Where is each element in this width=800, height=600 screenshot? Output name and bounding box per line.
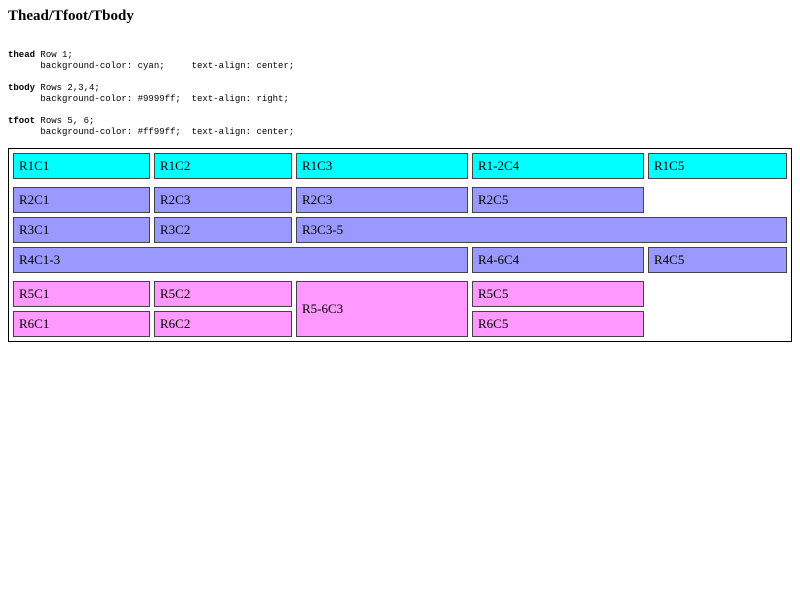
table-cell-r1-2c4: R1-2C4 <box>472 153 644 179</box>
thead-style: background-color: cyan; text-align: cent… <box>8 61 295 71</box>
table-cell-r1c1: R1C1 <box>13 153 150 179</box>
table-cell-r2c1: R2C1 <box>13 187 150 213</box>
table-cell-r4c5: R4C5 <box>648 247 787 273</box>
tbody-rows: Rows 2,3,4; <box>40 83 100 93</box>
tfoot-description: tfoot Rows 5, 6; background-color: #ff99… <box>8 116 294 138</box>
thead-rows: Row 1; <box>40 50 73 60</box>
table-cell-r3c1: R3C1 <box>13 217 150 243</box>
table-cell-r1c2: R1C2 <box>154 153 292 179</box>
tfoot-rows: Rows 5, 6; <box>40 116 95 126</box>
table-cell-r5-6c3: R5-6C3 <box>296 281 468 337</box>
table-cell-r2c3: R2C3 <box>296 187 468 213</box>
table-cell-r6c2: R6C2 <box>154 311 292 337</box>
table-cell-r1c5: R1C5 <box>648 153 787 179</box>
thead-tag: thead <box>8 50 36 60</box>
table-cell-r5c1: R5C1 <box>13 281 150 307</box>
page-title: Thead/Tfoot/Tbody <box>8 8 134 24</box>
table-cell-r4-6c4: R4-6C4 <box>472 247 644 273</box>
data-table: R1C1 R1C2 R1C3 R1-2C4 R1C5 R2C1 R2C3 R2C… <box>8 148 792 342</box>
table-cell-r3c2: R3C2 <box>154 217 292 243</box>
table-cell-r5c2: R5C2 <box>154 281 292 307</box>
table-cell-r4c1-3: R4C1-3 <box>13 247 468 273</box>
tfoot-style: background-color: #ff99ff; text-align: c… <box>8 127 295 137</box>
table-cell-r6c5: R6C5 <box>472 311 644 337</box>
tbody-tag: tbody <box>8 83 36 93</box>
table-cell-r3c3-5: R3C3-5 <box>296 217 787 243</box>
thead-description: thead Row 1; background-color: cyan; tex… <box>8 50 294 72</box>
table-cell-r2c5: R2C5 <box>472 187 644 213</box>
table-cell-r5c5: R5C5 <box>472 281 644 307</box>
tfoot-tag: tfoot <box>8 116 36 126</box>
tbody-description: tbody Rows 2,3,4; background-color: #999… <box>8 83 289 105</box>
table-cell-r6c1: R6C1 <box>13 311 150 337</box>
table-cell-r1c3: R1C3 <box>296 153 468 179</box>
table-cell-r2c2: R2C3 <box>154 187 292 213</box>
tbody-style: background-color: #9999ff; text-align: r… <box>8 94 289 104</box>
